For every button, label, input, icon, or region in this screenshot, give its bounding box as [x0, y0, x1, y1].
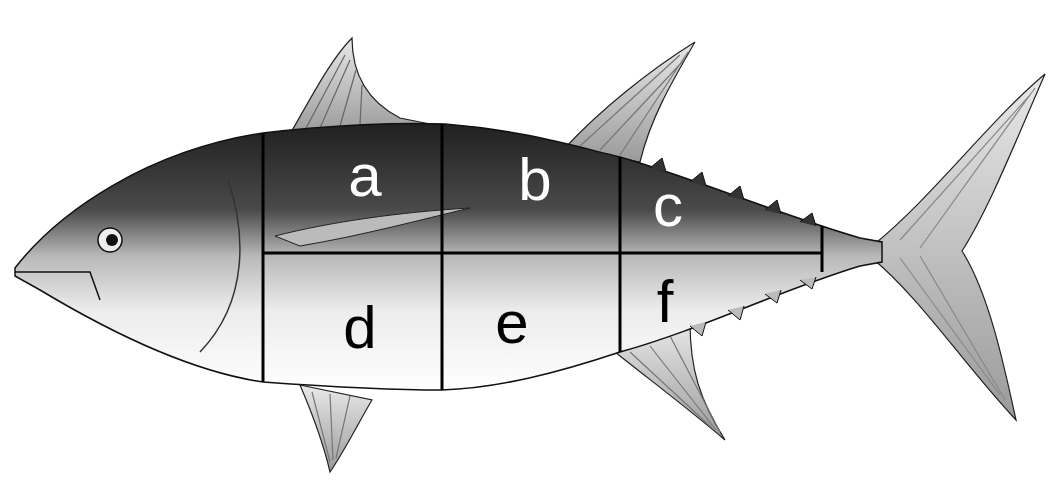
part-letter: a [348, 146, 381, 206]
tuna-body [15, 123, 882, 390]
part-letter: c [653, 176, 683, 236]
part-letter: d [343, 298, 376, 358]
part-letter: b [518, 150, 551, 210]
division-lines [263, 124, 822, 390]
part-letter: f [657, 272, 674, 332]
part-letter: e [495, 293, 528, 353]
